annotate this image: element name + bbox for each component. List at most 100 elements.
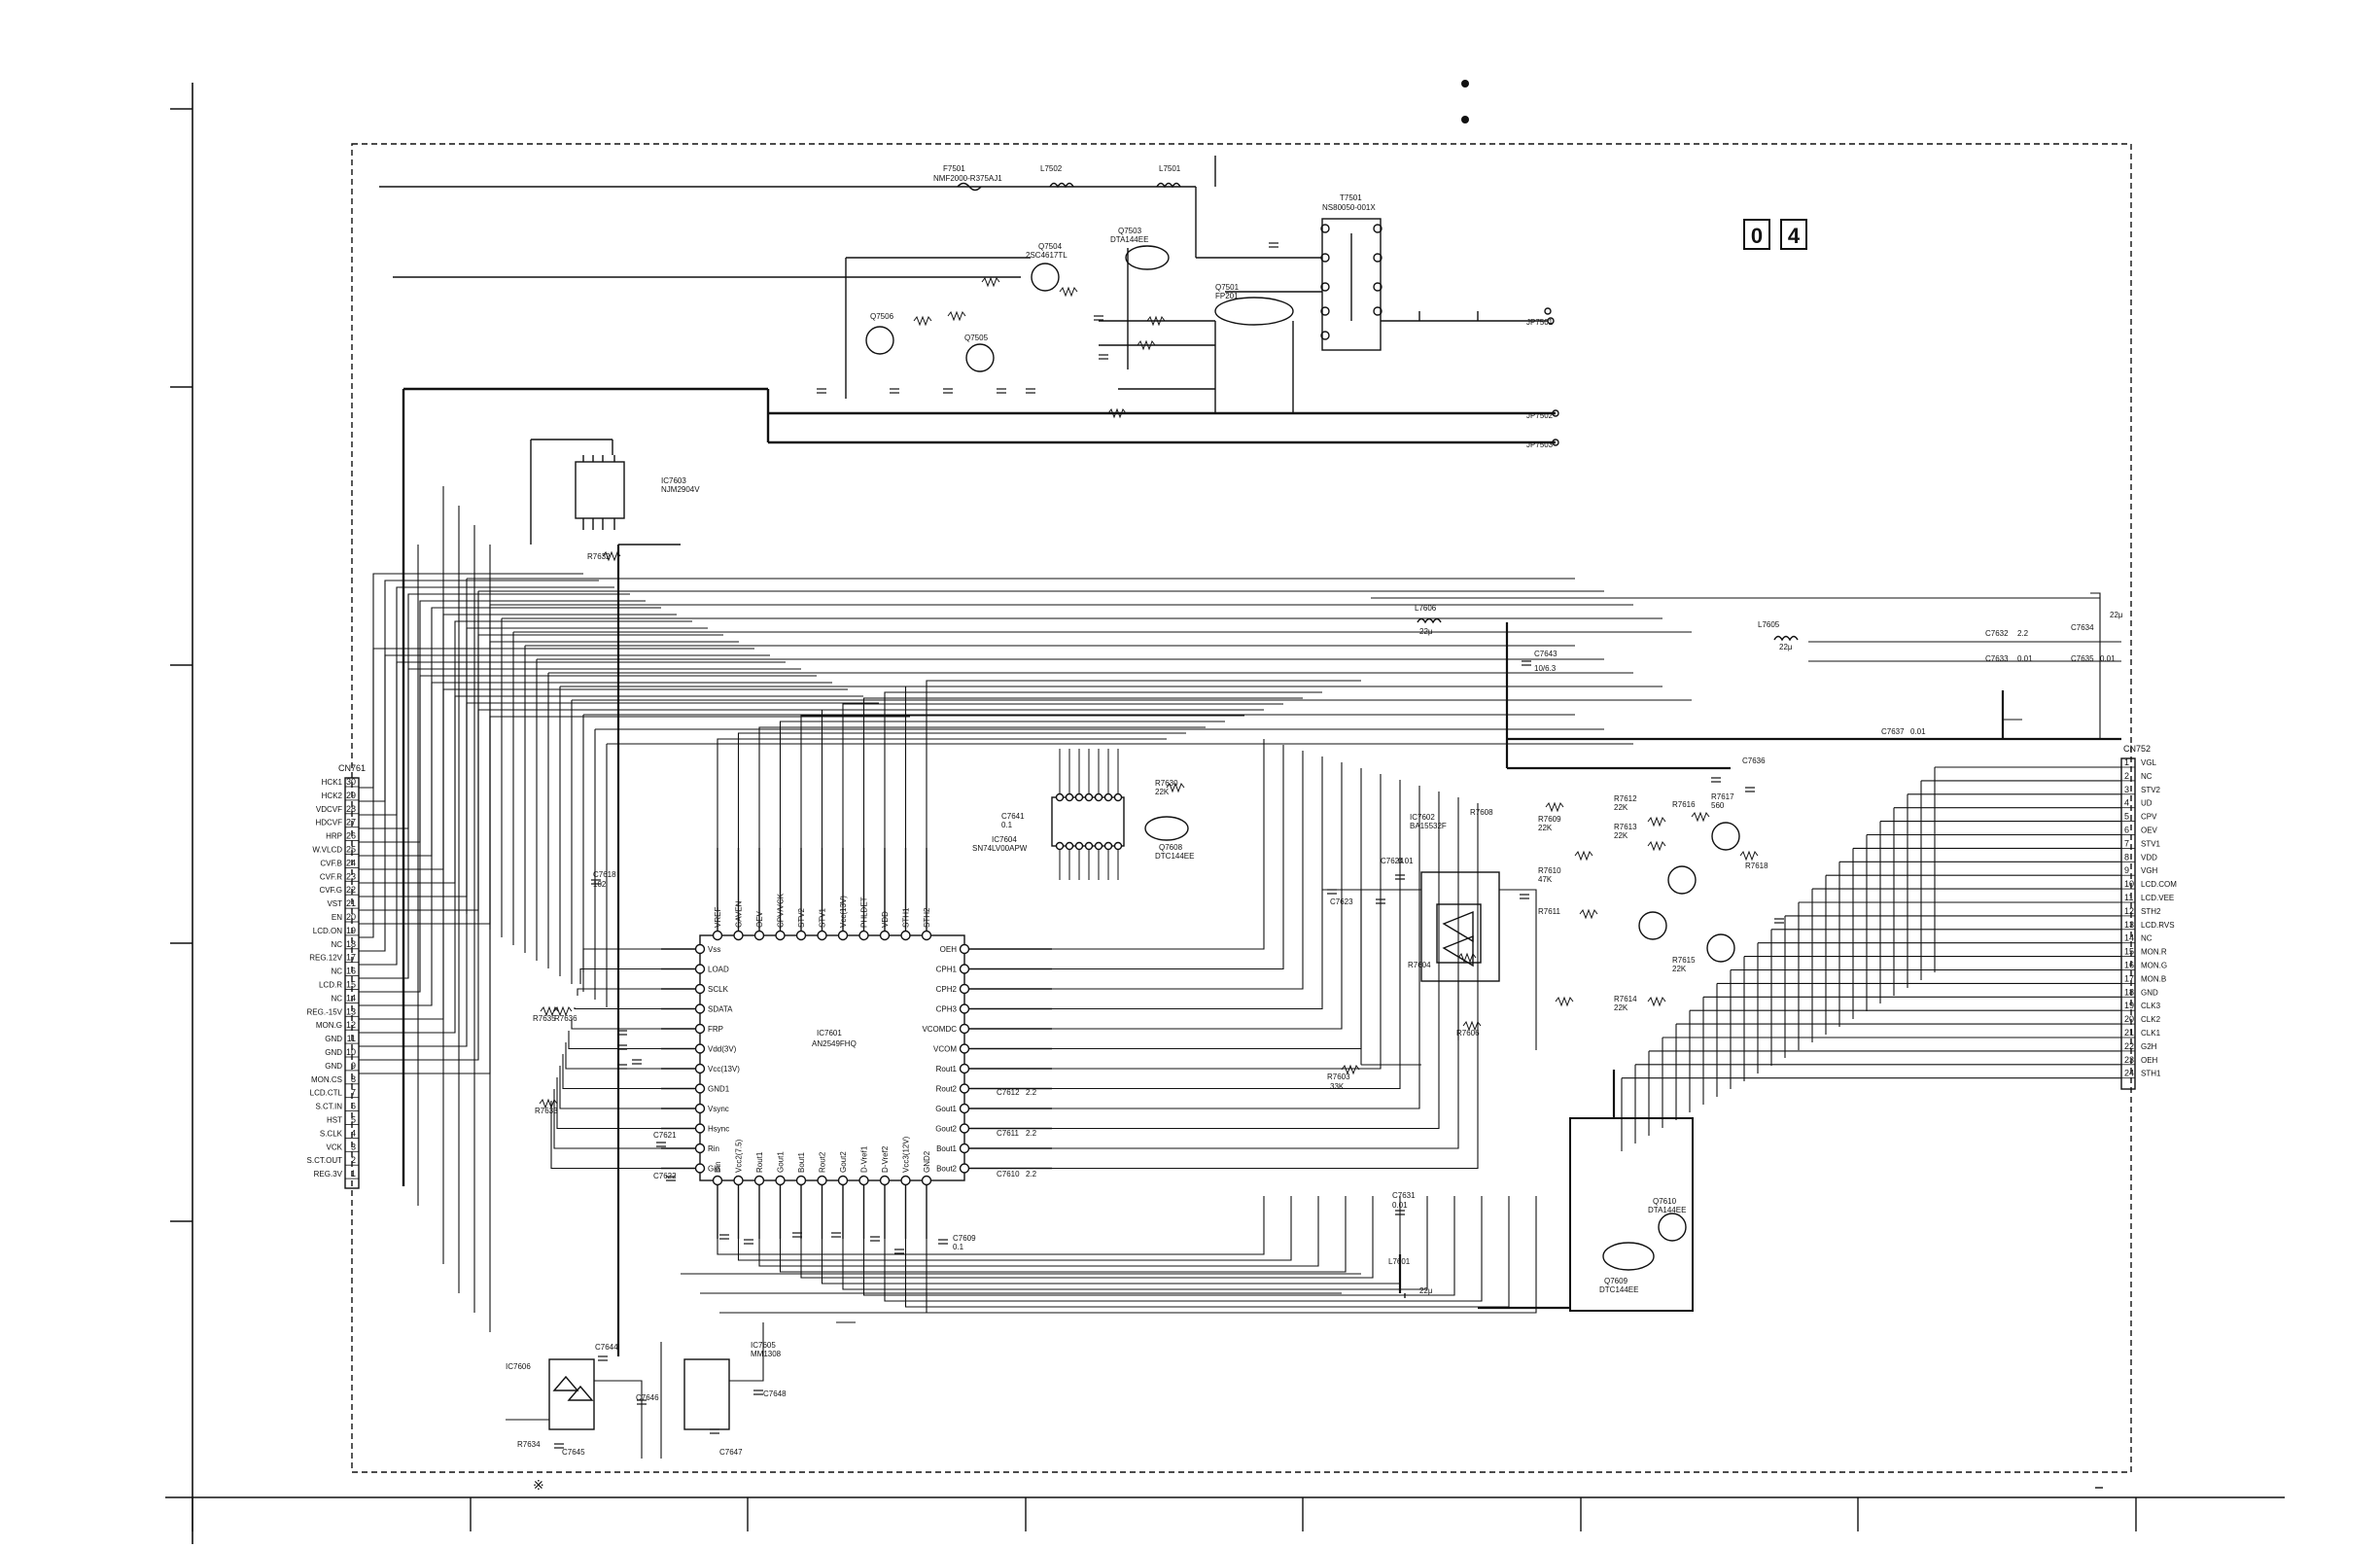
label-q7504: Q7504: [1038, 242, 1063, 251]
wire-trace: [582, 948, 661, 972]
ic7604-pin: [1084, 841, 1094, 851]
cn761-pin-number: 17: [346, 953, 356, 963]
ic7601-pin-label: OEH: [940, 945, 958, 954]
ic7601-pin-label: STV2: [797, 907, 806, 928]
label-c7612: C7612: [997, 1088, 1020, 1097]
cn752-pin-signal: LCD.RVS: [2141, 921, 2175, 930]
label-c7611: C7611: [997, 1129, 1020, 1138]
label-c7644: C7644: [595, 1343, 618, 1352]
ic7601-pin-label: Bout1: [797, 1152, 806, 1173]
cn761-pin-signal: HCK2: [322, 792, 343, 800]
wire-trace: [758, 1196, 1319, 1267]
cn752-pin-signal: CLK2: [2141, 1015, 2161, 1024]
cn761-pin-number: 1: [351, 1169, 356, 1179]
label-ic7602: IC7602: [1410, 813, 1435, 822]
label-c7646: C7646: [636, 1393, 659, 1402]
cn761-pin-number: 2: [351, 1155, 356, 1165]
cn761-pin-number: 3: [351, 1142, 356, 1151]
ic7601-pin-label: Gin: [708, 1165, 719, 1174]
cn761-pin-signal: MON.CS: [311, 1075, 342, 1084]
label-r7614-val: 22K: [1614, 1003, 1628, 1012]
cn761-pin-number: 29: [346, 791, 356, 800]
cn752-pin-number: 12: [2124, 906, 2134, 916]
cn761-pin-number: 4: [351, 1128, 356, 1138]
cn752-pin-signal: CPV: [2141, 813, 2157, 822]
ic7601-pin: [733, 1175, 744, 1186]
wire-trace: [1499, 889, 1537, 1050]
resistor-symbol: [1647, 816, 1666, 827]
label-r7610-val: 47K: [1538, 875, 1553, 884]
label-r7617: R7617: [1711, 792, 1734, 801]
cn761-pin-signal: GND: [325, 1062, 342, 1071]
resistor-symbol: [1166, 782, 1185, 793]
ic7601-pin: [775, 1175, 786, 1186]
label-l7607-val: 22μ: [2110, 611, 2123, 619]
label-l7501: L7501: [1159, 164, 1181, 173]
label-q7608: Q7608: [1159, 843, 1183, 852]
cn752-pin-signal: G2H: [2141, 1042, 2157, 1051]
label-ic7605-part: MM1308: [751, 1350, 782, 1358]
cn761-pin-number: 21: [346, 898, 356, 908]
ic7601-pin: [795, 1175, 807, 1186]
ic7601-pin: [879, 930, 891, 941]
cn761-pin-signal: VST: [327, 899, 342, 908]
cn752-pin-signal: UD: [2141, 799, 2152, 808]
label-c7632-val: 2.2: [2017, 629, 2029, 638]
cn761-pin-signal: HCK1: [322, 778, 343, 787]
label-r7615-val: 22K: [1672, 965, 1687, 973]
label-c7636: C7636: [1742, 756, 1766, 765]
wire-trace: [1052, 751, 1304, 990]
cn752-pin-number: 17: [2124, 973, 2134, 983]
cn752-pin-signal: NC: [2141, 934, 2152, 943]
wire-trace: [1052, 762, 1343, 1030]
ic7601-pin-label: FRP: [708, 1025, 723, 1034]
ic7601-pin-label: Vcc2(7.5): [735, 1139, 744, 1173]
label-r7610: R7610: [1538, 866, 1561, 875]
cn761-pin-signal: VCK: [327, 1143, 343, 1151]
label-c7612-val: 2.2: [1026, 1088, 1037, 1097]
label-c7647: C7647: [719, 1448, 743, 1457]
label-c7633: C7633: [1985, 654, 2009, 663]
ic7601-pin-label: Rin: [708, 1144, 719, 1153]
label-c7637: C7637: [1881, 727, 1905, 736]
wire-trace: [1052, 797, 1459, 1149]
wire-trace: [1052, 774, 1382, 1070]
ic7601-pin: [959, 1003, 970, 1014]
cn752-pin-signal: MON.R: [2141, 948, 2167, 957]
cn752-pin-signal: STV2: [2141, 786, 2161, 794]
ic7605: IC7605 MM1308: [683, 1341, 782, 1430]
cn761-connector: CN761 30HCK129HCK228VDCVF27HDCVF26HRP25W…: [307, 763, 366, 1189]
wire-trace: [821, 1196, 1401, 1284]
ic7601-pin-label: GND1: [708, 1085, 730, 1094]
label-q7501: Q7501: [1215, 283, 1240, 292]
ic7601-pin: [694, 1123, 706, 1134]
label-l7605-val: 22μ: [1779, 643, 1793, 651]
label-c7643: C7643: [1534, 650, 1558, 658]
ic7601-pin: [694, 1103, 706, 1114]
cn761-pin-signal: REG.-15V: [307, 1007, 343, 1016]
label-jp7503: JP7503: [1526, 440, 1554, 449]
wire-trace: [926, 680, 1361, 848]
cn761-pin-number: 16: [346, 967, 356, 976]
label-jp7502: JP7502: [1526, 411, 1554, 420]
cn752-pin-signal: CLK1: [2141, 1029, 2161, 1038]
label-r7614: R7614: [1614, 995, 1637, 1003]
cn752-pin-signal: OEH: [2141, 1056, 2158, 1065]
wire-trace: [884, 1196, 1483, 1302]
wiring: [359, 242, 2121, 1459]
cn752-pin-signal: NC: [2141, 772, 2152, 781]
cn752-pin-number: 6: [2124, 826, 2129, 835]
wire-trace: [559, 1066, 661, 1109]
cn761-pin-number: 9: [351, 1061, 356, 1071]
wire-trace: [359, 614, 677, 870]
wire-trace: [359, 648, 754, 938]
ic7601-pin-label: Bin: [714, 1161, 722, 1173]
label-c7635: C7635: [2071, 654, 2094, 663]
cn761-pin-number: 6: [351, 1102, 356, 1111]
wire-trace: [717, 1196, 1265, 1255]
label-c7633-val: 0.01: [2017, 654, 2033, 663]
wire-trace: [737, 732, 1186, 848]
label-r7634: R7634: [517, 1440, 541, 1449]
label-ic7603: IC7603: [661, 476, 686, 485]
